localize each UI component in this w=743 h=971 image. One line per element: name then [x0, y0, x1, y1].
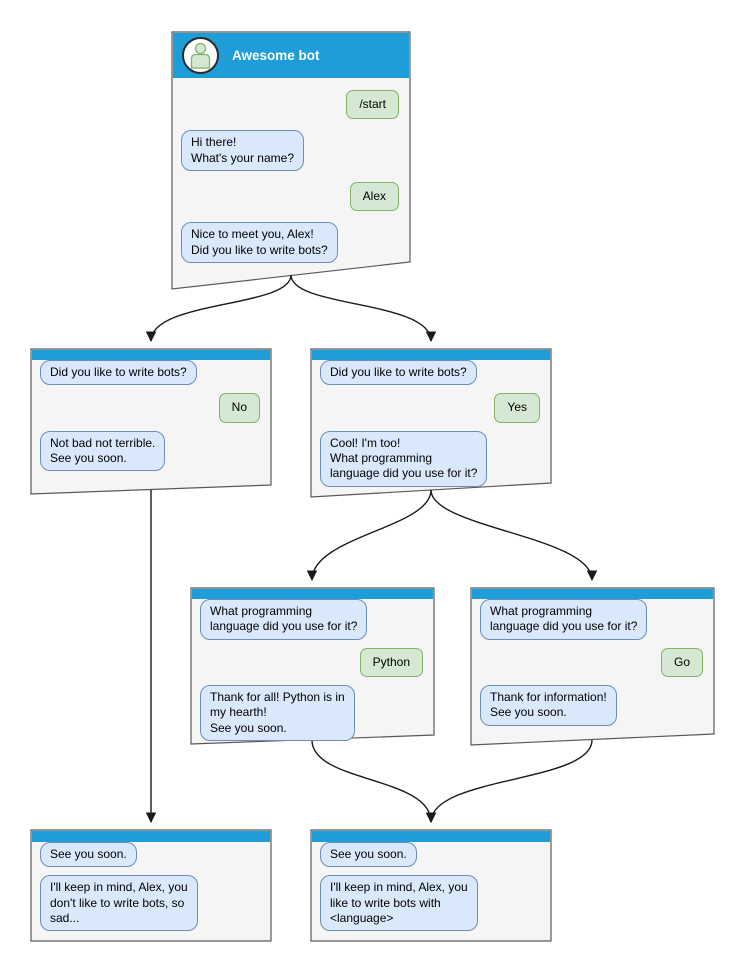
window-header-end-no [32, 831, 270, 842]
connector-python-to-end [311, 739, 437, 824]
connector-go-to-end [425, 739, 593, 824]
bot-message-bubble: Thank for information! See you soon. [480, 685, 617, 726]
bot-message-bubble: Nice to meet you, Alex! Did you like to … [181, 222, 338, 264]
window-header-main: Awesome bot [173, 33, 409, 78]
chat-messages-answer-python: What programming language did you use fo… [192, 599, 433, 742]
chat-messages-answer-yes: Did you like to write bots? Yes Cool! I'… [312, 360, 550, 487]
window-header-answer-python [192, 589, 433, 599]
user-message-bubble: Python [359, 647, 423, 678]
connector-yes-to-go [430, 489, 598, 582]
bot-message-bubble: Not bad not terrible. See you soon. [40, 430, 166, 472]
avatar [182, 37, 219, 74]
user-message-bubble: Yes [494, 393, 540, 423]
chat-messages-end-yes: See you soon. I'll keep in mind, Alex, y… [312, 842, 550, 932]
bot-message-bubble: Thank for all! Python is in my hearth! S… [200, 685, 355, 742]
user-message-bubble: /start [346, 90, 399, 120]
connector-yes-to-python [306, 489, 432, 582]
connector-main-to-yes [290, 274, 437, 343]
connector-main-to-no [145, 274, 292, 343]
bot-message-bubble: What programming language did you use fo… [480, 599, 648, 640]
window-header-answer-yes [312, 350, 550, 360]
chat-messages-end-no: See you soon. I'll keep in mind, Alex, y… [32, 842, 270, 932]
bot-message-bubble: Cool! I'm too! What programming language… [320, 430, 488, 487]
chat-messages-main: /start Hi there! What's your name? Alex … [173, 78, 409, 264]
window-header-end-yes [312, 831, 550, 842]
bot-message-bubble: Did you like to write bots? [320, 360, 477, 386]
window-title: Awesome bot [232, 48, 320, 63]
chat-messages-answer-no: Did you like to write bots? No Not bad n… [32, 360, 270, 472]
user-message-bubble: Alex [349, 182, 399, 212]
bot-message-bubble: I'll keep in mind, Alex, you like to wri… [320, 875, 478, 932]
chat-messages-answer-go: What programming language did you use fo… [472, 599, 713, 726]
bot-message-bubble: See you soon. [320, 842, 417, 868]
bot-message-bubble: Did you like to write bots? [40, 360, 197, 386]
window-header-answer-no [32, 350, 270, 360]
person-icon [190, 42, 211, 69]
bot-message-bubble: I'll keep in mind, Alex, you don't like … [40, 875, 198, 932]
bot-message-bubble: What programming language did you use fo… [200, 599, 368, 640]
bot-message-bubble: See you soon. [40, 842, 137, 868]
user-message-bubble: Go [660, 647, 703, 678]
window-header-answer-go [472, 589, 713, 599]
bot-message-bubble: Hi there! What's your name? [181, 130, 305, 172]
user-message-bubble: No [218, 393, 260, 423]
